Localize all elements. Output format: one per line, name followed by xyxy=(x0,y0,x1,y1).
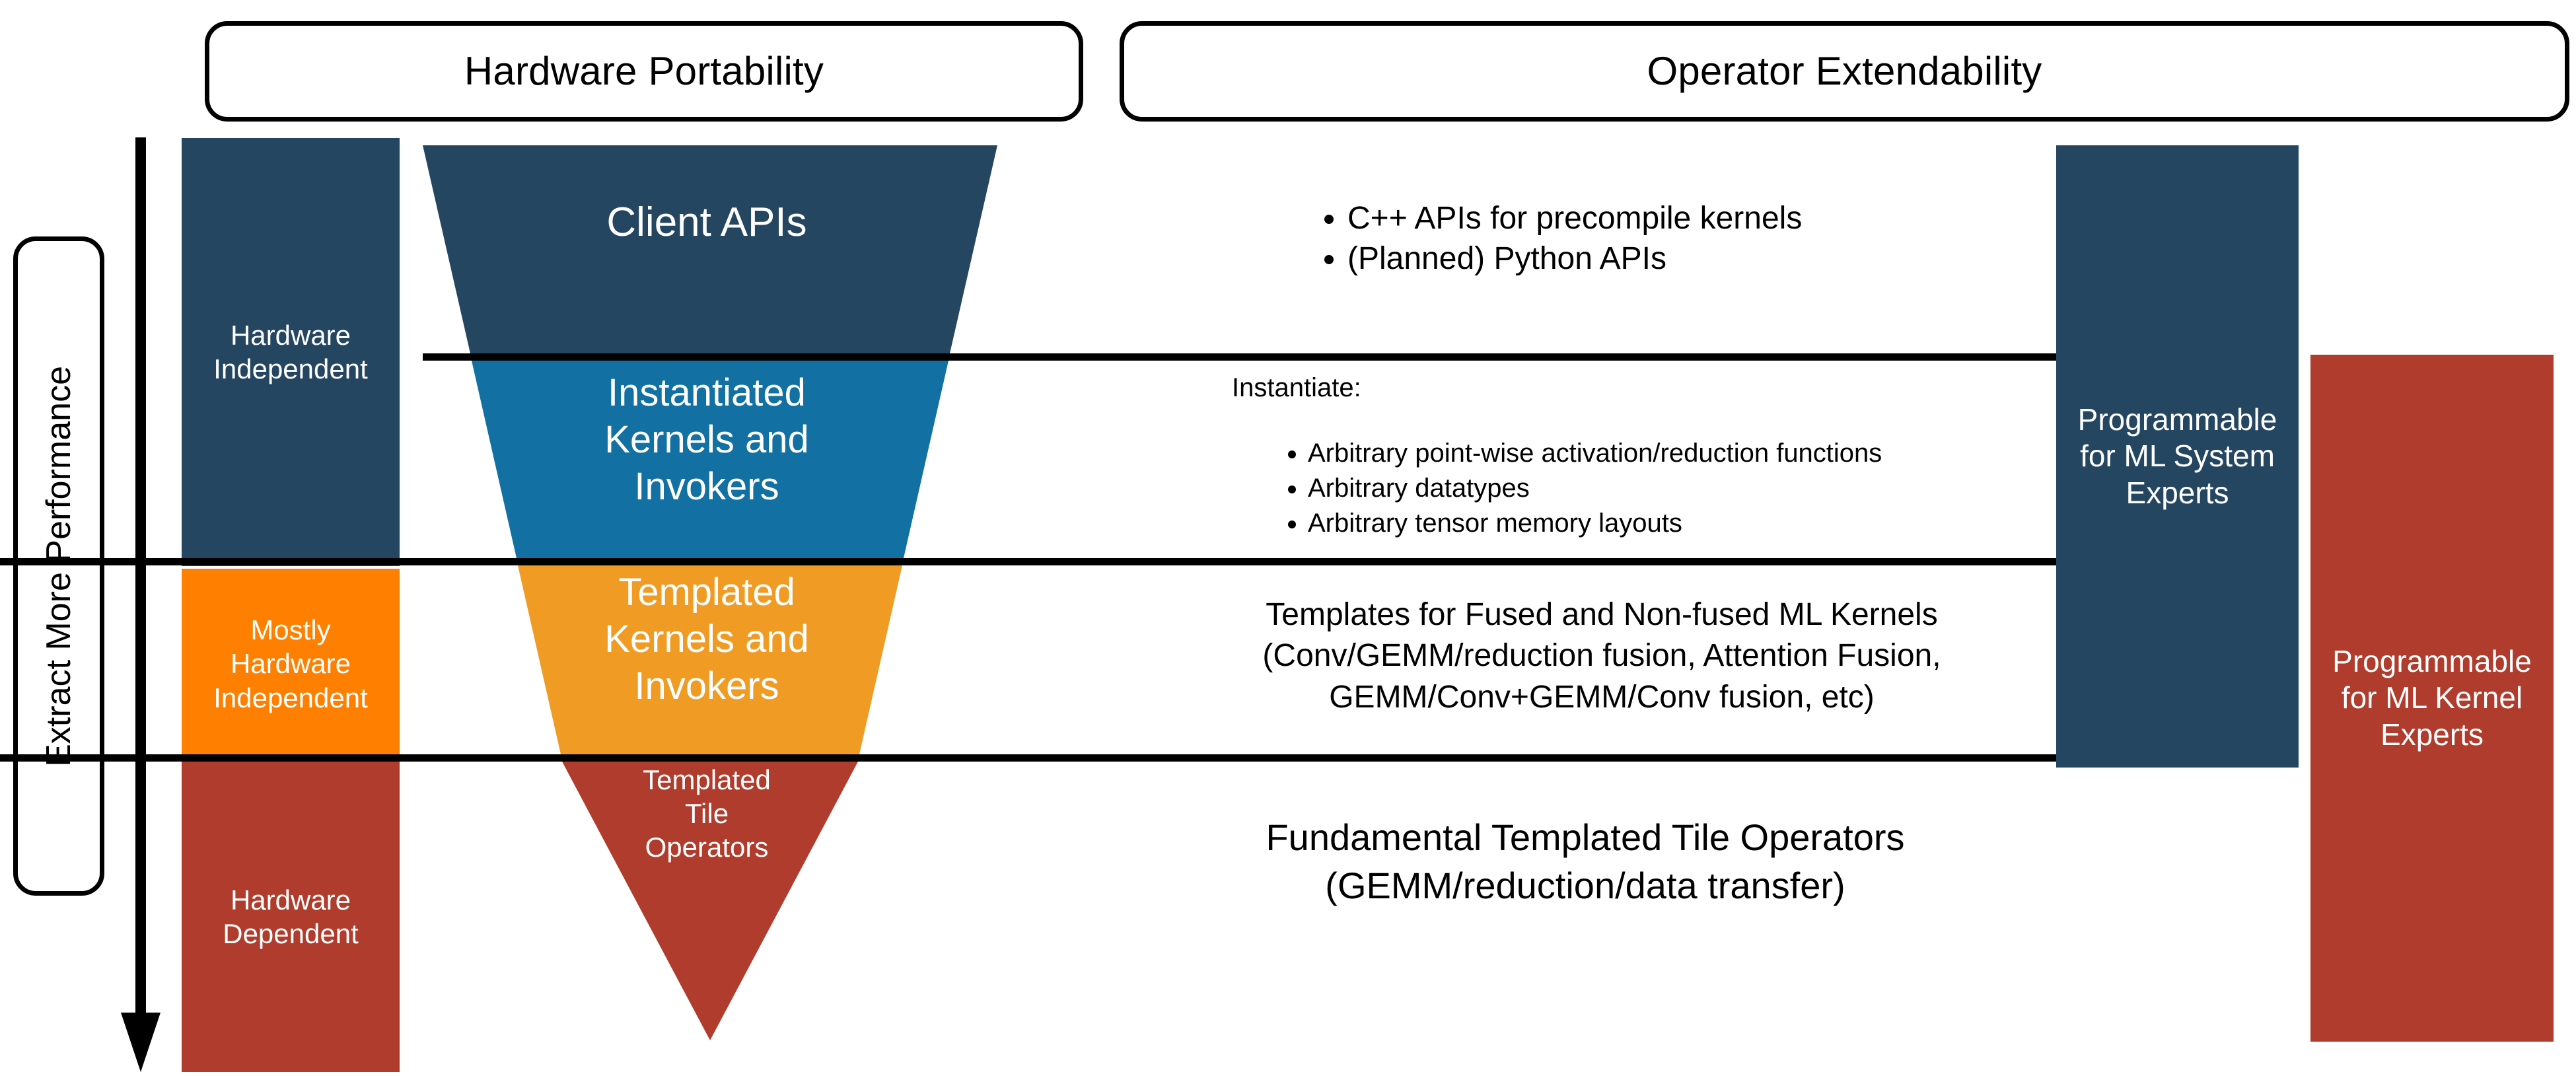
description-line: Fundamental Templated Tile Operators xyxy=(1266,816,1905,858)
description-tile-operators: Fundamental Templated Tile Operators (GE… xyxy=(1123,814,2048,910)
list-item: (Planned) Python APIs xyxy=(1347,238,2041,279)
funnel-layer-templated-tile-operators xyxy=(562,762,858,1040)
description-instantiate-heading: Instantiate: xyxy=(1232,373,1361,402)
list-item: C++ APIs for precompile kernels xyxy=(1347,198,2041,238)
header-hardware-portability: Hardware Portability xyxy=(205,21,1083,122)
description-line: Templates for Fused and Non-fused ML Ker… xyxy=(1266,597,1938,632)
description-line: (Conv/GEMM/reduction fusion, Attention F… xyxy=(1262,638,1941,674)
description-templated-kernels: Templates for Fused and Non-fused ML Ker… xyxy=(1163,594,2041,718)
down-arrow-icon xyxy=(121,137,161,1072)
list-item: Arbitrary point-wise activation/reductio… xyxy=(1308,436,2054,471)
header-operator-extendability-label: Operator Extendability xyxy=(1647,49,2042,93)
description-client-apis: C++ APIs for precompile kernels (Planned… xyxy=(1314,198,2041,279)
funnel-layer-templated-kernels xyxy=(518,565,902,754)
header-hardware-portability-label: Hardware Portability xyxy=(464,49,824,93)
description-line: (GEMM/reduction/data transfer) xyxy=(1325,864,1845,906)
divider-line-3 xyxy=(0,754,2057,762)
funnel-layer-client-apis xyxy=(423,145,997,353)
funnel-diagram xyxy=(423,145,997,1040)
performance-axis-label-box: Extract More Performance xyxy=(13,236,104,896)
list-item: Arbitrary datatypes xyxy=(1308,471,2054,506)
divider-line-2 xyxy=(0,558,2057,565)
description-instantiate-list: Arbitrary point-wise activation/reductio… xyxy=(1275,436,2054,540)
funnel-layer-instantiated-kernels xyxy=(472,361,948,558)
performance-axis-label: Extract More Performance xyxy=(40,365,78,767)
divider-line-1 xyxy=(423,353,2057,361)
description-line: GEMM/Conv+GEMM/Conv fusion, etc) xyxy=(1329,679,1875,715)
header-operator-extendability: Operator Extendability xyxy=(1120,21,2569,122)
list-item: Arbitrary tensor memory layouts xyxy=(1308,506,2054,541)
